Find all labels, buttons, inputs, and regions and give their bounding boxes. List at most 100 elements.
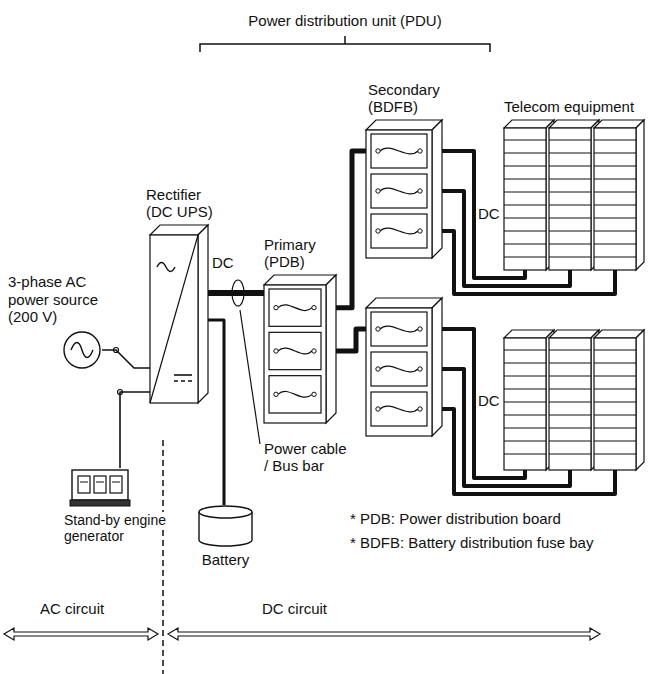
node-shape [264, 275, 336, 423]
box-side [326, 275, 336, 423]
label-holder: AC circuit [40, 600, 150, 617]
node-label: Battery [202, 551, 250, 568]
rack-shelf [594, 140, 636, 141]
fuse-symbol [380, 406, 418, 412]
fuse-slot [371, 214, 427, 248]
dc-symbol [174, 380, 192, 382]
rack-shelf [594, 218, 636, 219]
box-side [432, 298, 442, 436]
fuse-terminal [274, 305, 278, 309]
box-front [549, 128, 591, 270]
node-label: 3-phase AC power source (200 V) [8, 273, 98, 325]
circuit-label: DC circuit [262, 600, 327, 617]
battery-cylinder: Battery [198, 505, 253, 547]
box-front [366, 308, 432, 436]
power-cable [442, 369, 570, 486]
fuse-terminal [418, 367, 422, 371]
rack-shelf [549, 441, 591, 442]
fuse-terminal [376, 189, 380, 193]
box-front [504, 338, 546, 470]
engine-generator: Stand-by engine generator [70, 468, 130, 508]
rack-shelf [504, 454, 546, 455]
rack-shelf [594, 257, 636, 258]
rack-shelf [504, 205, 546, 206]
fuse-terminal [312, 305, 316, 309]
rack-shelf [504, 192, 546, 193]
rack-shelf [594, 402, 636, 403]
box-front [504, 128, 546, 270]
rack-shelf [504, 244, 546, 245]
box-side [198, 225, 208, 403]
rack-shelf [549, 350, 591, 351]
current-type: DC [212, 254, 234, 271]
generator-body [72, 470, 128, 500]
generator-panel [94, 476, 106, 493]
fuse-symbol [278, 348, 312, 354]
rack-shelf [594, 166, 636, 167]
node-shape [70, 468, 130, 508]
group-label: Power distribution unit (PDU) [248, 12, 441, 29]
fuse-terminal [376, 229, 380, 233]
rack-shelf [504, 428, 546, 429]
node-label: Primary (PDB) [264, 236, 316, 270]
fuse-terminal [274, 392, 278, 396]
rack-shelf [594, 454, 636, 455]
fuse-symbol [380, 148, 418, 154]
text-holder: Stand-by engine generator [64, 512, 176, 544]
generator-panel-line [80, 482, 88, 483]
node-shape [150, 225, 208, 403]
generator-panel [110, 476, 122, 493]
fuse-slot [371, 392, 427, 426]
rack-shelf [594, 441, 636, 442]
rack-shelf [594, 428, 636, 429]
fuse-terminal [418, 327, 422, 331]
battery-top [199, 506, 252, 518]
rack-shelf [594, 231, 636, 232]
fuse-symbol [380, 366, 418, 372]
rack-shelf [549, 192, 591, 193]
pdb-box: Primary (PDB) [264, 275, 336, 423]
fuse-terminal [312, 349, 316, 353]
fuse-symbol [278, 305, 312, 311]
fuse-terminal [418, 189, 422, 193]
ac-dc-divider [162, 440, 164, 674]
fuse-terminal [376, 407, 380, 411]
node-shape [62, 330, 102, 370]
fuse-symbol [380, 188, 418, 194]
rack-shelf [549, 179, 591, 180]
rack-shelf [594, 376, 636, 377]
box-side [636, 120, 644, 270]
rack-shelf [504, 441, 546, 442]
rack-shelf [504, 140, 546, 141]
rack-shelf [594, 415, 636, 416]
rack-shelf [594, 389, 636, 390]
telecom-racks: Telecom equipment [504, 120, 644, 270]
illustration-group [336, 298, 644, 494]
node-label: Telecom equipment [504, 98, 634, 115]
label-holder: * PDB: Power distribution board [350, 510, 640, 527]
dc-circuit-arrow [168, 628, 600, 640]
rack-shelf [594, 350, 636, 351]
rack-shelf [504, 415, 546, 416]
rack-shelf [594, 363, 636, 364]
rack-shelf [549, 428, 591, 429]
rectifier-diagonal [150, 235, 198, 403]
leader-line [240, 310, 260, 444]
rack-shelf [549, 153, 591, 154]
label-holder: * BDFB: Battery distribution fuse bay [350, 534, 651, 551]
fuse-terminal [418, 149, 422, 153]
rack-shelf [549, 402, 591, 403]
fuse-slot [269, 376, 321, 413]
sine-symbol [71, 343, 93, 358]
box-top [264, 275, 336, 285]
rack-shelf [549, 415, 591, 416]
rectifier-box: Rectifier (DC UPS) [150, 225, 208, 403]
box-front [594, 338, 636, 470]
abbreviation-note: * PDB: Power distribution board [350, 510, 561, 527]
node-shape [366, 120, 442, 258]
label-holder: DC [478, 205, 504, 222]
rack-shelf [504, 376, 546, 377]
power-cable [442, 409, 615, 494]
current-type: DC [478, 392, 500, 409]
